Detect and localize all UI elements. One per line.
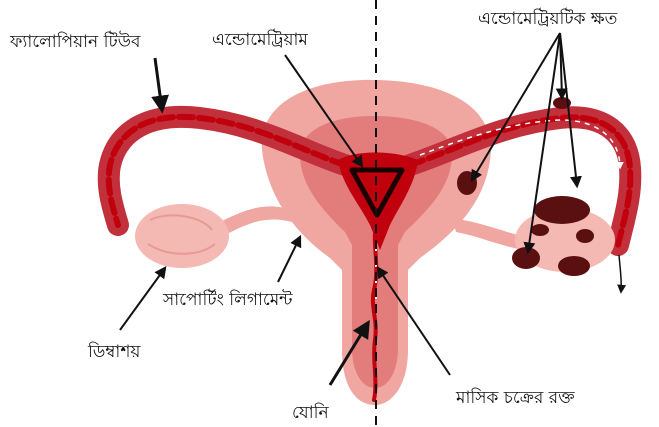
label-menstrual-blood: মাসিক চক্রের রক্ত bbox=[455, 387, 575, 408]
left-ovary bbox=[135, 204, 229, 268]
arrow-ovary bbox=[120, 268, 165, 330]
blood-drip-arrow bbox=[619, 255, 621, 292]
arrow-supporting-ligament bbox=[278, 237, 300, 282]
label-supporting-ligament: সাপোর্টিং লিগামেন্ট bbox=[162, 289, 293, 310]
arrow-fallopian-tube bbox=[155, 58, 162, 110]
lesion-ovary-bottom bbox=[558, 256, 590, 276]
arrow-lesion-1 bbox=[472, 33, 560, 180]
lesion-ovary-bottom-left bbox=[512, 247, 540, 269]
label-ovary: ডিম্বাশয় bbox=[87, 341, 141, 362]
label-endometrium: এন্ডোমেট্রিয়াম bbox=[212, 29, 308, 50]
label-fallopian-tube: ফ্যালোপিয়ান টিউব bbox=[9, 31, 141, 52]
label-vagina: যোনি bbox=[292, 402, 329, 423]
lesion-ovary-top bbox=[534, 196, 590, 224]
label-endometriotic-lesions: এন্ডোমেট্রিয়টিক ক্ষত bbox=[478, 8, 618, 29]
lesion-ovary-left bbox=[531, 224, 549, 236]
lesion-ovary-mid bbox=[576, 229, 594, 243]
lesion-tube-left bbox=[457, 171, 477, 195]
